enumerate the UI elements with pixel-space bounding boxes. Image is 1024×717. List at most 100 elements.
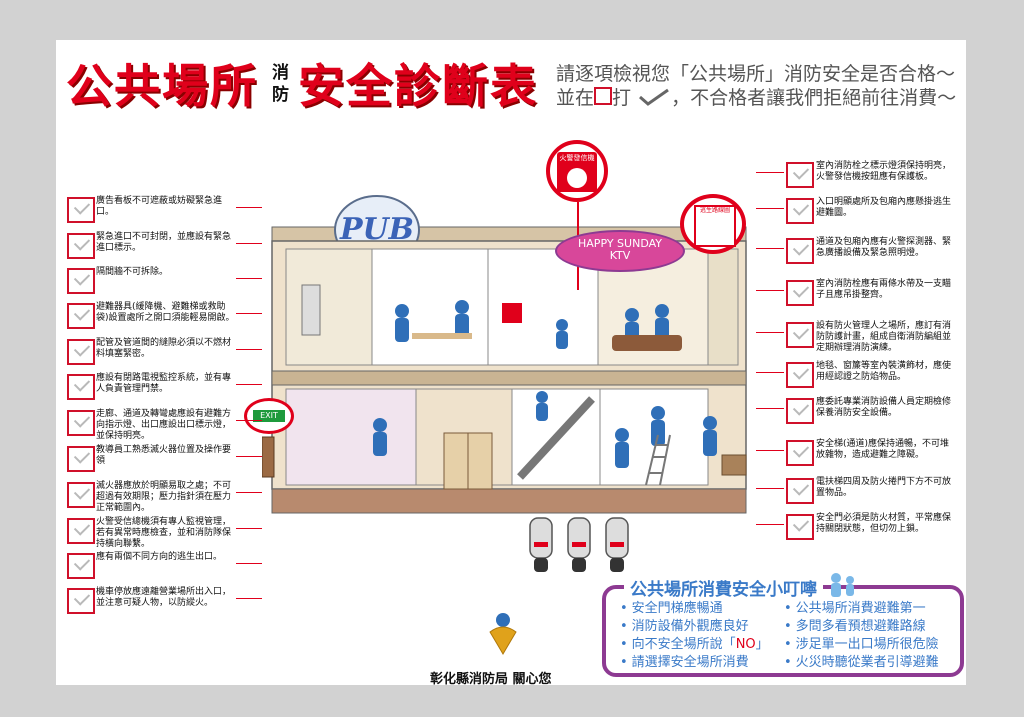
left-checkbox[interactable]	[67, 374, 95, 400]
left-check-item: 走廊、通道及轉彎處應設有避難方向指示燈、出口應設出口標示燈，並保持明亮。	[96, 409, 232, 441]
tip-text: 安全門梯應暢通	[631, 601, 723, 616]
leader-line	[756, 488, 784, 489]
right-checkbox[interactable]	[786, 362, 814, 388]
leader-line	[756, 172, 784, 173]
leader-line	[236, 528, 262, 529]
leader-line	[236, 243, 262, 244]
tip-text: 向不安全場所說「NO」	[631, 637, 769, 652]
alarm-button-icon	[567, 168, 587, 188]
leader-line	[236, 456, 262, 457]
evac-map-label: 逃生路線圖	[699, 207, 730, 214]
side-door	[262, 436, 275, 478]
left-checkbox[interactable]	[67, 410, 95, 436]
fire-alarm-label: 火警發信機	[559, 154, 595, 162]
right-checkbox[interactable]	[786, 280, 814, 306]
right-checkbox[interactable]	[786, 478, 814, 504]
right-check-item: 設有防火管理人之場所，應訂有消防防護計畫，組成自衛消防編組並定期辦理消防演練。	[816, 321, 952, 353]
evac-map-callout: 逃生路線圖	[680, 194, 746, 254]
leader-line	[756, 208, 784, 209]
leader-line	[756, 524, 784, 525]
bullet-icon: •	[620, 637, 628, 652]
ktv-sign-line2: KTV	[609, 249, 631, 262]
right-checkbox[interactable]	[786, 440, 814, 466]
fire-hydrant-box	[502, 303, 522, 323]
safety-tips-title: 公共場所消費安全小叮嚀	[624, 575, 823, 600]
leader-line	[756, 332, 784, 333]
instruction-line-2: 並在打 ，不合格者讓我們拒絕前往消費～	[556, 86, 956, 110]
tip-item: •向不安全場所說「NO」	[620, 637, 769, 653]
fire-alarm-panel: 火警發信機	[557, 152, 597, 192]
fire-department-logo	[489, 613, 517, 655]
floor-slab	[271, 370, 747, 386]
left-checkbox[interactable]	[67, 482, 95, 508]
right-check-item: 應委託專業消防設備人員定期檢修保養消防安全設備。	[816, 397, 952, 418]
tip-item: •火災時聽從業者引導避難	[784, 655, 939, 671]
tip-text: 多問多看預想避難路線	[795, 619, 926, 634]
left-check-item: 緊急進口不可封閉，並應設有緊急進口標示。	[96, 232, 232, 253]
tip-item: •多問多看預想避難路線	[784, 619, 926, 635]
left-checkbox[interactable]	[67, 588, 95, 614]
right-checkbox[interactable]	[786, 514, 814, 540]
instruction-text-a: 並在	[556, 87, 595, 109]
right-check-item: 電扶梯四周及防火捲門下方不可放置物品。	[816, 477, 952, 498]
left-checkbox[interactable]	[67, 197, 95, 223]
ladder	[645, 434, 671, 486]
instructions: 請逐項檢視您「公共場所」消防安全是否合格～ 並在打 ，不合格者讓我們拒絕前往消費…	[556, 62, 956, 110]
tip-item: •公共場所消費避難第一	[784, 601, 926, 617]
left-checkbox[interactable]	[67, 268, 95, 294]
left-check-item: 機車停放應遠離營業場所出入口，並注意可疑人物，以防縱火。	[96, 587, 232, 608]
leader-line	[756, 450, 784, 451]
fire-alarm-callout: 火警發信機	[546, 140, 608, 202]
right-checkbox[interactable]	[786, 398, 814, 424]
storage-box	[721, 454, 747, 476]
tip-item: •請選擇安全場所消費	[620, 655, 749, 671]
right-checkbox[interactable]	[786, 322, 814, 348]
left-check-item: 應有兩個不同方向的逃生出口。	[96, 552, 223, 562]
scooters-illustration	[529, 517, 629, 572]
left-checkbox[interactable]	[67, 233, 95, 259]
tip-text: 公共場所消費避難第一	[795, 601, 926, 616]
right-check-item: 地毯、窗簾等室內裝潢飾材，應使用經認證之防焰物品。	[816, 361, 952, 382]
leader-line	[756, 290, 784, 291]
right-checkbox[interactable]	[786, 238, 814, 264]
leader-line	[756, 248, 784, 249]
bullet-icon: •	[620, 655, 628, 670]
right-checkbox[interactable]	[786, 198, 814, 224]
left-check-item: 火警受信總機須有專人監視管理，若有異常時應檢查，並和消防隊保持橫向聯繫。	[96, 517, 232, 549]
bullet-icon: •	[784, 655, 792, 670]
right-check-item: 入口明顯處所及包廂內應懸掛逃生避難圖。	[816, 197, 952, 218]
bullet-icon: •	[784, 601, 792, 616]
leader-line	[236, 598, 262, 599]
children-icon	[831, 573, 854, 597]
evac-map-board: 逃生路線圖	[694, 205, 736, 247]
left-checkbox[interactable]	[67, 303, 95, 329]
fire-stair	[707, 248, 739, 366]
left-check-item: 應設有閉路電視監控系統，並有專人負責管理門禁。	[96, 373, 232, 394]
left-check-item: 隔間牆不可拆除。	[96, 267, 169, 277]
left-checkbox[interactable]	[67, 339, 95, 365]
leader-line	[236, 384, 262, 385]
exit-sign-callout: EXIT	[244, 398, 294, 434]
bullet-icon: •	[620, 601, 628, 616]
ktv-sofa	[612, 335, 682, 351]
leader-line	[236, 563, 262, 564]
instruction-text-b: 打	[612, 87, 632, 109]
pub-room	[371, 248, 489, 366]
left-check-item: 避難器具(緩降機、避難梯或救助袋)設置處所之開口須能輕易開啟。	[96, 302, 235, 323]
leader-line	[236, 278, 262, 279]
lobby-room	[285, 388, 417, 486]
tip-item: •消防設備外觀應良好	[620, 619, 749, 635]
right-checkbox[interactable]	[786, 162, 814, 188]
title-part1: 公共場所	[66, 59, 258, 113]
tip-item: •涉足單一出口場所很危險	[784, 637, 939, 653]
elevator-door	[301, 284, 321, 336]
bullet-icon: •	[620, 619, 628, 634]
left-checkbox[interactable]	[67, 518, 95, 544]
ktv-sign: HAPPY SUNDAY KTV	[555, 230, 685, 272]
left-checkbox[interactable]	[67, 446, 95, 472]
leader-line	[236, 207, 262, 208]
tip-text: 涉足單一出口場所很危險	[795, 637, 939, 652]
left-checkbox[interactable]	[67, 553, 95, 579]
foundation	[271, 488, 747, 514]
tip-text: 火災時聽從業者引導避難	[795, 655, 939, 670]
